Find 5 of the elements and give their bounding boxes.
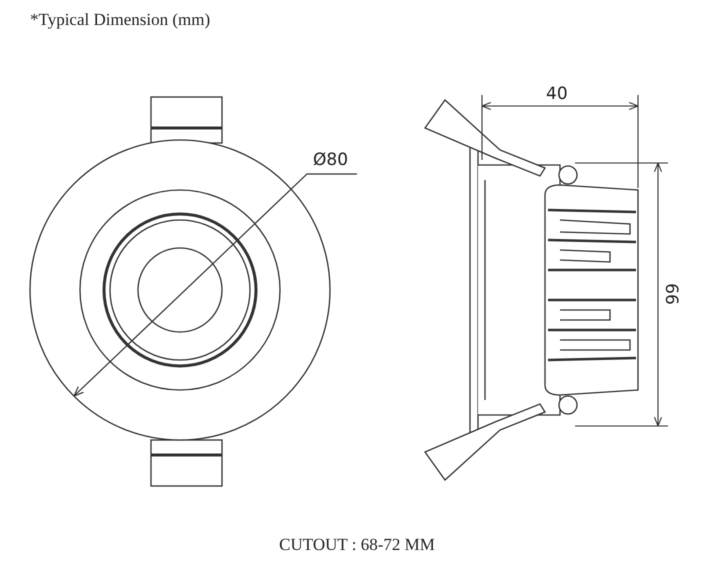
caption-text: CUTOUT : 68-72 MM (278, 535, 436, 555)
title-text: *Typical Dimension (mm) (30, 10, 210, 30)
dimension-label: 66 (660, 283, 681, 305)
dimension-label: 40 (546, 84, 568, 104)
dimension-label: Ø80 (313, 150, 348, 170)
